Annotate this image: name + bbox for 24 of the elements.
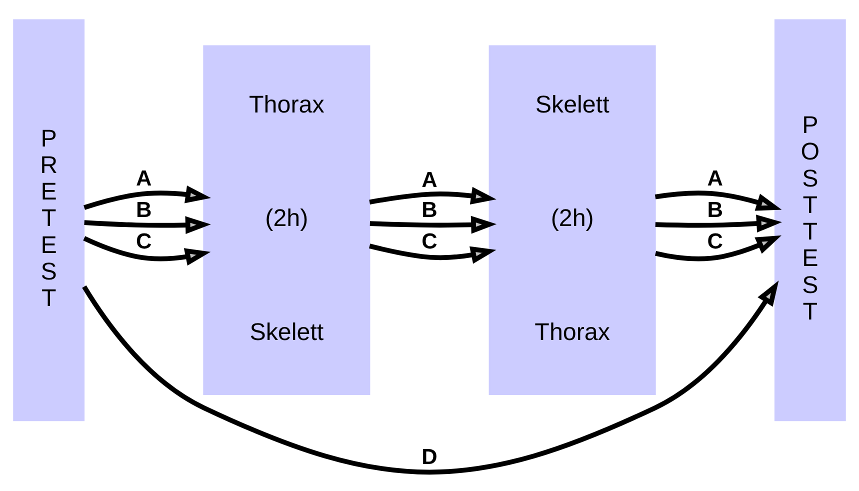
node-box: Thorax (2h) Skelett <box>203 44 370 395</box>
arrow <box>82 280 779 474</box>
arrow <box>654 234 782 261</box>
edge-label: B <box>707 196 723 222</box>
arrow <box>654 190 782 210</box>
arrow <box>369 186 496 204</box>
edge-label: B <box>422 196 438 222</box>
arrow <box>370 215 497 234</box>
edge-label: A <box>707 165 723 190</box>
edge-label: B <box>136 196 152 222</box>
arrow <box>84 185 211 210</box>
edge-label: C <box>707 228 723 253</box>
arrow <box>369 243 496 264</box>
arrow <box>84 216 211 234</box>
edge-label: C <box>422 228 438 253</box>
edge-label: A <box>422 166 438 192</box>
node-box: P O S T T E S T <box>774 18 846 421</box>
edge-label: D <box>422 443 438 468</box>
node-box: Skelett (2h) Thorax <box>488 44 656 395</box>
arrow <box>655 214 782 232</box>
edge-label: A <box>136 165 152 190</box>
edge-label: C <box>136 228 152 253</box>
arrow <box>83 236 211 266</box>
node-box: P R E T E S T <box>13 18 85 421</box>
